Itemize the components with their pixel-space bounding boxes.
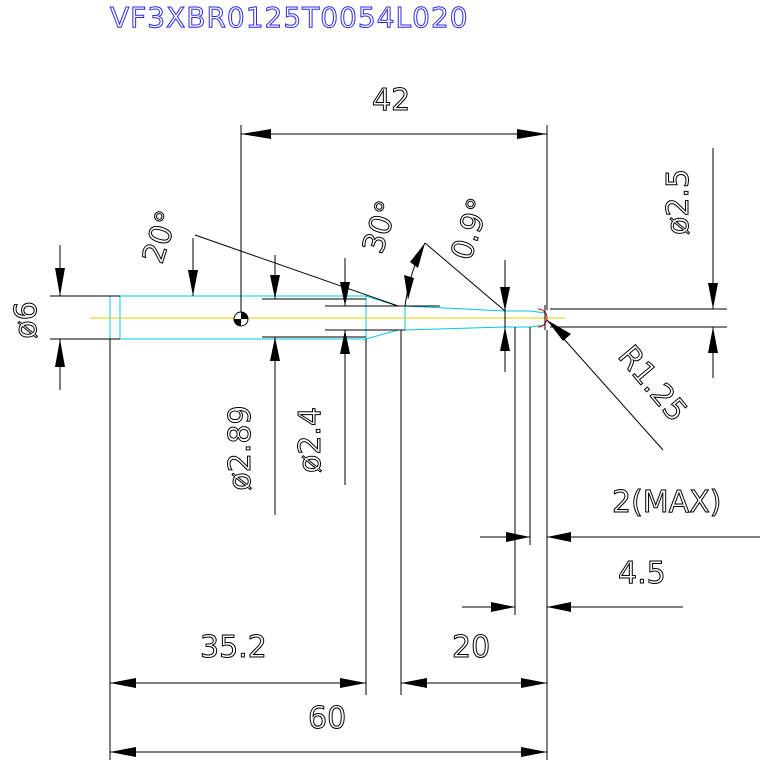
dim-angle-20-label: 20° bbox=[136, 206, 186, 267]
dim-angle-20: 20° bbox=[136, 206, 399, 307]
dim-tip-radius: R1.25 bbox=[546, 319, 694, 451]
dim-neck-len: 20 bbox=[401, 630, 547, 688]
dim-body-len-label: 35.2 bbox=[200, 630, 267, 665]
dim-relief-dia: ø2.4 bbox=[293, 258, 405, 485]
part-number-title: VF3XBR0125T0054L020 bbox=[110, 1, 469, 34]
dim-neck-len-label: 20 bbox=[452, 630, 490, 665]
dim-body-len: 35.2 bbox=[110, 630, 366, 688]
dim-overall-len-label: 60 bbox=[308, 701, 346, 736]
dim-shank-dia-label: ø6 bbox=[9, 301, 44, 338]
dim-42-label: 42 bbox=[372, 83, 410, 118]
dim-neck-dia-label: ø2.89 bbox=[223, 405, 258, 490]
dim-relief-dia-label: ø2.4 bbox=[293, 407, 328, 473]
dim-flute-max-label: 2(MAX) bbox=[612, 485, 721, 520]
dim-flute-max: 2(MAX) bbox=[480, 327, 760, 545]
dim-tip-dia-label: ø2.5 bbox=[661, 169, 696, 235]
dim-angle-30-label: 30° bbox=[356, 196, 406, 257]
datum-symbol bbox=[233, 311, 249, 327]
dim-tip-dia: ø2.5 bbox=[550, 148, 727, 378]
dim-overall-len: 60 bbox=[110, 701, 547, 757]
dim-neck-dia: ø2.89 bbox=[223, 255, 366, 515]
ball-tip bbox=[537, 308, 548, 328]
dim-shank-dia: ø6 bbox=[9, 245, 120, 390]
dim-tip-radius-label: R1.25 bbox=[611, 339, 694, 429]
dim-42: 42 bbox=[240, 83, 548, 312]
dim-flute-len-label: 4.5 bbox=[618, 556, 666, 591]
dim-angle-0-9-label: 0.9° bbox=[445, 194, 498, 264]
dim-flute-len: 4.5 bbox=[462, 327, 683, 615]
